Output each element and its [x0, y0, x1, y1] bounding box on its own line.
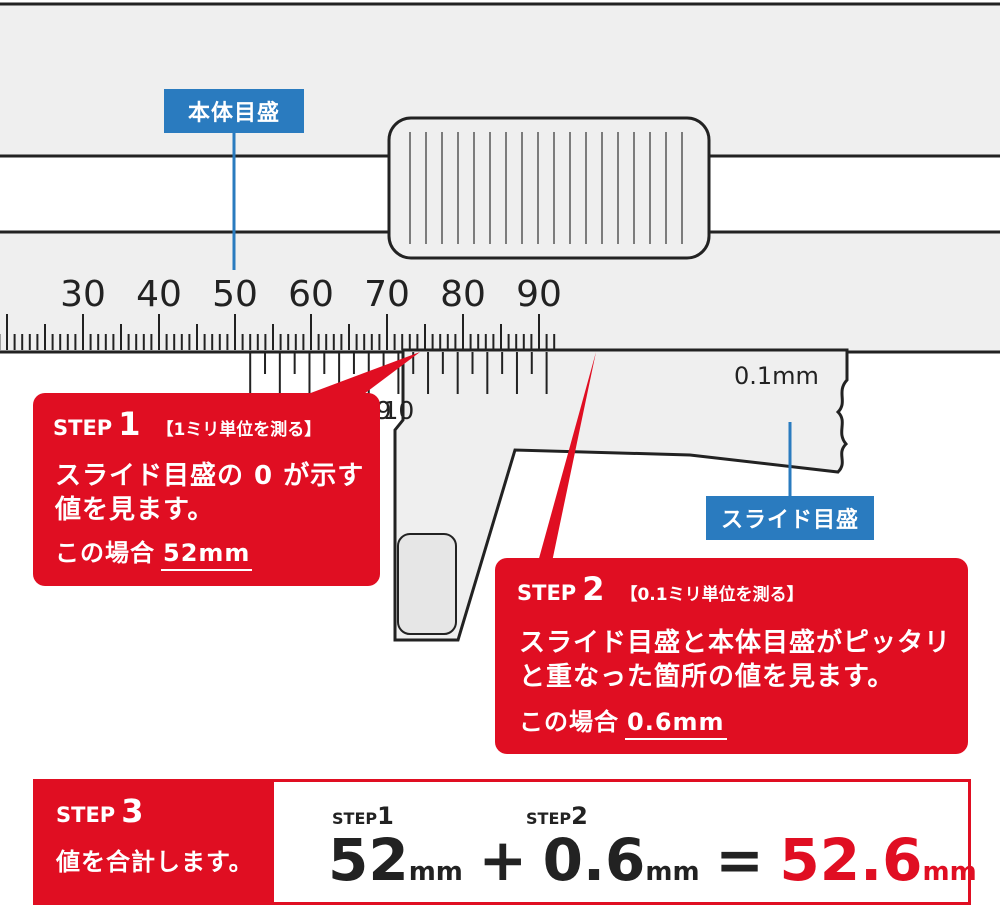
formula-label-step2-word: STEP — [526, 809, 572, 828]
formula-unit-step1: mm — [408, 857, 463, 887]
step1-heading: STEP 1 【1ミリ単位を測る】 — [53, 405, 321, 443]
vernier-slider — [393, 348, 849, 642]
main-scale-number: 70 — [364, 274, 410, 315]
formula-label-step2-number: 2 — [571, 802, 588, 830]
step2-example-prefix: この場合 — [519, 708, 619, 736]
step3-line1: 値を合計します。 — [56, 848, 254, 876]
step1-line1: スライド目盛の 0 が示す — [55, 461, 365, 491]
main-scale-number: 40 — [136, 274, 182, 315]
step3-box: STEP 3 値を合計します。 STEP1 STEP2 52mm + 0.6mm… — [33, 779, 977, 905]
step2-box: STEP 2 【0.1ミリ単位を測る】 スライド目盛と本体目盛がピッタリ と重な… — [495, 558, 968, 754]
formula-label-step1: STEP1 — [332, 802, 394, 830]
formula: 52mm + 0.6mm = 52.6mm — [328, 826, 977, 894]
formula-label-step1-number: 1 — [377, 802, 394, 830]
step1-example-prefix: この場合 — [55, 539, 155, 567]
main-scale-number: 80 — [440, 274, 486, 315]
step2-subtitle: 【0.1ミリ単位を測る】 — [620, 585, 804, 605]
step2-word: STEP — [517, 581, 577, 605]
vernier-scale-number: 10 — [382, 396, 415, 425]
formula-result: 52.6 — [779, 826, 923, 894]
step2-number: 2 — [582, 570, 605, 608]
formula-value-step1: 52 — [328, 826, 409, 894]
step1-box: STEP 1 【1ミリ単位を測る】 スライド目盛の 0 が示す 値を見ます。 こ… — [33, 393, 380, 586]
thumb-grip-lines — [409, 132, 683, 244]
vernier-scale-tag: スライド目盛 — [706, 496, 874, 540]
formula-label-step1-word: STEP — [332, 809, 378, 828]
step2-pointer — [538, 352, 596, 562]
step1-word: STEP — [53, 416, 113, 440]
formula-equals: = — [715, 826, 764, 894]
vernier-resolution-label: 0.1mm — [734, 362, 819, 390]
vernier-scale-ticks — [249, 352, 548, 394]
step1-example-value: 52mm — [161, 539, 253, 571]
step2-line2: と重なった箇所の値を見ます。 — [519, 662, 895, 692]
step2-line1: スライド目盛と本体目盛がピッタリ — [519, 628, 952, 658]
main-scale-number: 60 — [288, 274, 334, 315]
main-scale-number: 50 — [212, 274, 258, 315]
step1-pointer — [300, 352, 420, 397]
step3-word: STEP — [56, 803, 116, 827]
main-scale-ticks — [0, 314, 556, 350]
step1-line2: 値を見ます。 — [55, 495, 215, 525]
step1-subtitle: 【1ミリ単位を測る】 — [156, 420, 322, 440]
step3-number: 3 — [121, 792, 144, 830]
step2-example-value: 0.6mm — [625, 708, 727, 740]
main-scale-number: 90 — [516, 274, 562, 315]
thumb-grip — [387, 116, 711, 260]
formula-label-step2: STEP2 — [526, 802, 588, 830]
slider-window — [397, 533, 457, 635]
formula-plus: + — [478, 826, 528, 894]
formula-value-step2: 0.6 — [542, 826, 646, 894]
step3-heading: STEP 3 — [56, 792, 143, 830]
main-scale-number: 30 — [60, 274, 106, 315]
main-scale-tag: 本体目盛 — [164, 89, 304, 133]
formula-unit-step2: mm — [645, 857, 700, 887]
step3-label-panel: STEP 3 値を合計します。 — [36, 782, 274, 902]
formula-unit-result: mm — [922, 857, 977, 887]
step2-heading: STEP 2 【0.1ミリ単位を測る】 — [517, 570, 804, 608]
step1-number: 1 — [118, 405, 141, 443]
